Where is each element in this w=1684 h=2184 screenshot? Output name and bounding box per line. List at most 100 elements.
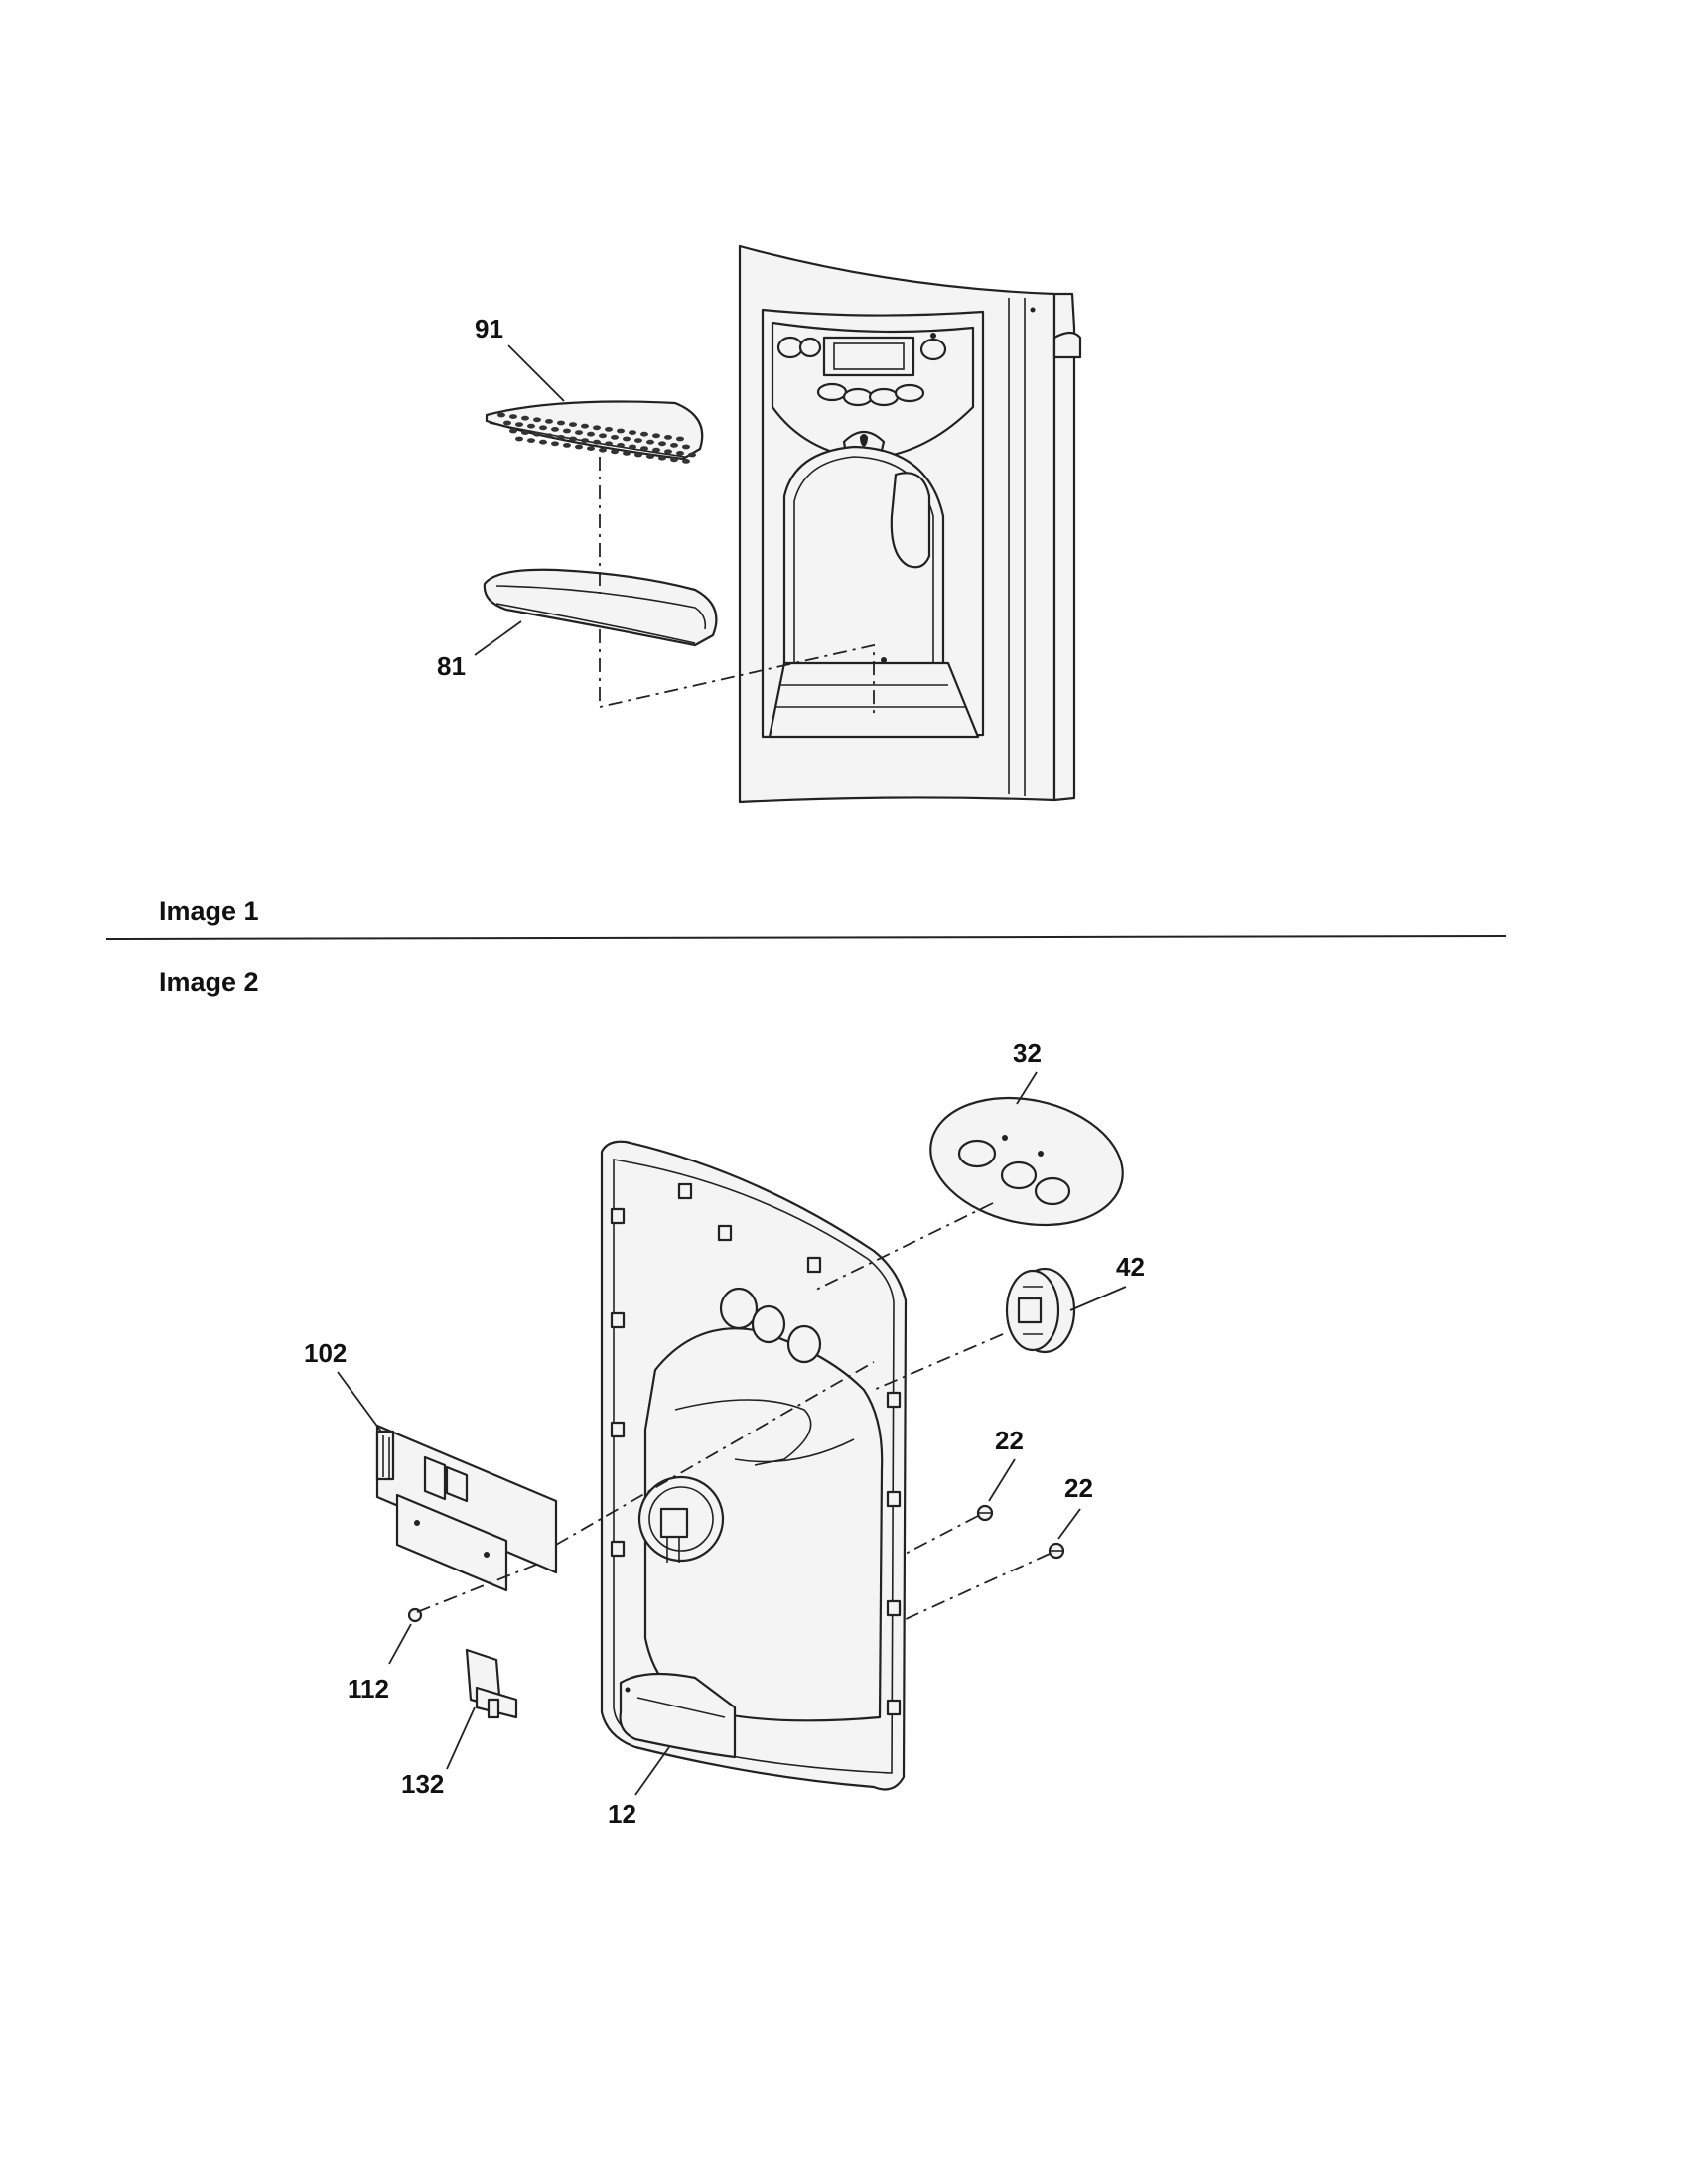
housing-clip — [886, 1699, 902, 1716]
grille-hole — [569, 422, 577, 427]
grille-hole — [515, 422, 523, 427]
grille-hole — [587, 431, 595, 437]
grille-hole — [617, 443, 625, 448]
grille-hole — [646, 439, 654, 445]
grille-hole — [605, 441, 613, 447]
grille-hole — [575, 430, 583, 435]
assembly-line-22-lower — [903, 1553, 1051, 1621]
grille-hole — [623, 436, 631, 442]
switch-42 — [1005, 1267, 1076, 1354]
grille-hole — [652, 447, 660, 453]
grille-hole — [629, 430, 636, 435]
grille-hole — [658, 441, 666, 447]
leader-22-lower — [1057, 1508, 1081, 1540]
switch-overlay-32 — [929, 1096, 1124, 1227]
drip-tray-grille-91 — [485, 400, 704, 464]
assembly-line-112 — [416, 1564, 537, 1613]
grille-hole — [676, 451, 684, 456]
grille-hole — [539, 439, 547, 445]
caption-image-2: Image 2 — [159, 967, 259, 997]
housing-clip — [886, 1391, 902, 1409]
grille-hole — [688, 452, 696, 458]
grille-hole — [682, 444, 690, 450]
assembly-line-22-upper — [903, 1515, 979, 1556]
housing-clip — [886, 1599, 902, 1617]
grille-hole — [539, 425, 547, 431]
callout-112: 112 — [348, 1674, 389, 1704]
grille-hole — [497, 412, 505, 418]
grille-hole — [611, 449, 619, 455]
housing-clip — [677, 1182, 693, 1200]
housing-clip — [610, 1311, 626, 1329]
grille-hole — [599, 433, 607, 439]
control-board-102 — [375, 1424, 558, 1592]
grille-hole — [521, 415, 529, 421]
grille-hole — [682, 459, 690, 464]
grille-hole — [670, 457, 678, 463]
grille-hole — [581, 438, 589, 443]
callout-32: 32 — [1013, 1038, 1042, 1068]
callout-102: 102 — [304, 1338, 347, 1368]
grille-hole — [664, 435, 672, 440]
grille-hole — [563, 443, 571, 448]
grille-hole — [557, 435, 565, 440]
grille-hole — [557, 420, 565, 426]
leader-132 — [446, 1706, 476, 1770]
leader-91 — [507, 344, 565, 402]
grille-hole — [629, 444, 636, 450]
leader-42 — [1069, 1286, 1127, 1311]
grille-hole — [563, 428, 571, 434]
grille-hole — [551, 441, 559, 447]
grille-hole — [581, 423, 589, 429]
leader-22-upper — [988, 1458, 1016, 1502]
grille-hole — [605, 427, 613, 432]
leader-12 — [634, 1746, 670, 1796]
grille-mesh — [497, 412, 696, 464]
assembly-line-42 — [873, 1333, 1004, 1391]
callout-91: 91 — [475, 314, 503, 343]
grille-hole — [658, 455, 666, 461]
leader-102 — [337, 1371, 382, 1433]
dispenser-housing-12 — [600, 1140, 908, 1791]
grille-hole — [670, 443, 678, 448]
housing-clip — [806, 1256, 822, 1274]
image1-diagram: 91 81 — [437, 244, 1082, 804]
callout-22-lower: 22 — [1064, 1473, 1093, 1503]
grille-hole — [575, 444, 583, 450]
grille-hole — [569, 436, 577, 442]
grille-hole — [587, 446, 595, 451]
grille-hole — [664, 449, 672, 455]
housing-clips — [610, 1182, 902, 1716]
image2-diagram: 32 42 102 22 22 112 132 12 — [304, 1038, 1145, 1829]
grille-hole — [503, 420, 511, 426]
grille-hole — [623, 451, 631, 456]
grille-hole — [515, 436, 523, 442]
assembly-line-tray — [599, 629, 875, 715]
grille-hole — [652, 433, 660, 439]
grille-hole — [521, 430, 529, 435]
grille-hole — [634, 438, 642, 443]
grille-hole — [545, 433, 553, 439]
drip-tray-81 — [483, 568, 718, 647]
grille-hole — [551, 427, 559, 432]
screw-22-lower — [1048, 1542, 1065, 1560]
grille-hole — [634, 452, 642, 458]
grille-hole — [599, 447, 607, 453]
housing-clip — [717, 1224, 733, 1242]
leader-32 — [1016, 1071, 1038, 1105]
section-divider — [105, 935, 1507, 940]
caption-image-1: Image 1 — [159, 896, 259, 926]
grille-hole — [527, 423, 535, 429]
grille-hole — [593, 425, 601, 431]
leader-112 — [388, 1623, 412, 1665]
relay-132 — [465, 1648, 518, 1719]
screw-22-upper — [976, 1504, 994, 1522]
grille-hole — [640, 446, 648, 451]
housing-clip — [610, 1207, 626, 1225]
grille-hole — [593, 439, 601, 445]
callout-12: 12 — [608, 1799, 636, 1829]
callout-132: 132 — [401, 1769, 444, 1799]
grille-hole — [533, 431, 541, 437]
grille-hole — [646, 454, 654, 459]
